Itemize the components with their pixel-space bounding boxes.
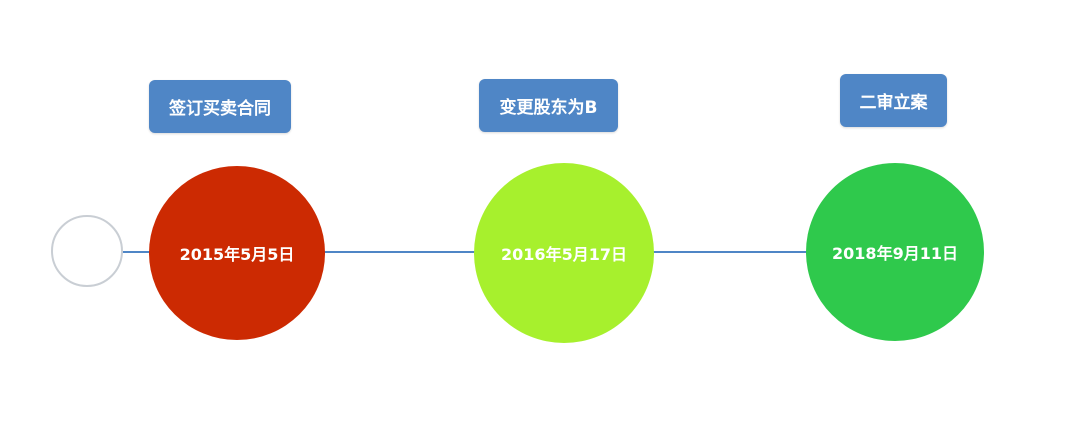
event-label-shareholder-change: 变更股东为B <box>479 79 618 132</box>
event-date: 2016年5月17日 <box>501 245 627 264</box>
event-label-second-instance: 二审立案 <box>840 74 947 127</box>
event-label-contract: 签订买卖合同 <box>149 80 291 133</box>
event-date: 2018年9月11日 <box>832 244 958 263</box>
event-circle-second-instance: 2018年9月11日 <box>806 163 984 341</box>
timeline-start-node <box>51 215 123 287</box>
event-circle-contract: 2015年5月5日 <box>149 166 325 340</box>
event-date: 2015年5月5日 <box>179 245 295 264</box>
timeline-line <box>122 251 812 253</box>
event-circle-shareholder-change: 2016年5月17日 <box>474 163 654 343</box>
